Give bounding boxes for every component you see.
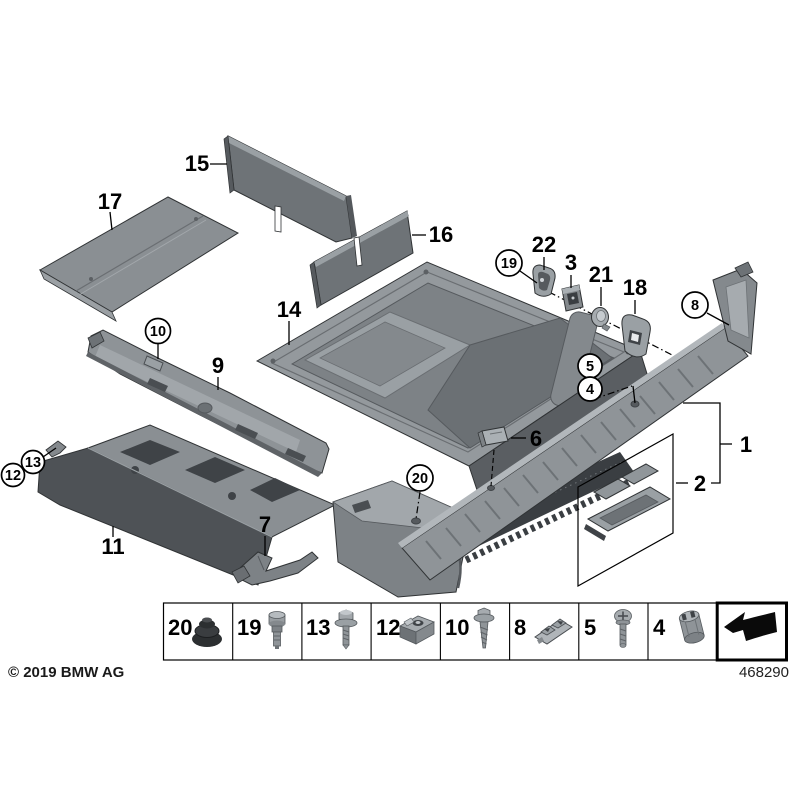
callout-17[interactable]: 17: [98, 189, 122, 214]
legend-strip: 20 19 13: [162, 601, 789, 662]
svg-text:8: 8: [514, 615, 526, 640]
callout-circle-4[interactable]: 4: [577, 376, 603, 402]
expanding-nut-icon: [678, 610, 705, 644]
part-1-sill-trim[interactable]: [332, 261, 758, 598]
callout-circle-13[interactable]: 13: [20, 449, 46, 475]
diagram-number: 468290: [739, 664, 789, 681]
svg-text:13: 13: [25, 455, 41, 471]
part-18-lashing-eye[interactable]: [621, 314, 651, 358]
plug-grommet-icon: [192, 617, 222, 647]
legend-cell-20[interactable]: 20: [168, 615, 222, 647]
svg-text:19: 19: [237, 615, 261, 640]
callout-circle-10[interactable]: 10: [144, 317, 172, 345]
callout-7[interactable]: 7: [259, 512, 271, 537]
copyright-text: © 2019 BMW AG: [8, 664, 124, 681]
callout-circles: 10 13 12 19 8 5 4 20: [0, 249, 709, 492]
svg-text:10: 10: [445, 615, 469, 640]
part-17-load-floor-panel[interactable]: [38, 196, 240, 322]
blind-rivet-icon: [268, 611, 286, 649]
svg-text:13: 13: [306, 615, 330, 640]
svg-text:12: 12: [376, 615, 400, 640]
callout-labels: 17 15 16 14 9 11 7 22 3 21 18 6 1 2: [98, 151, 752, 559]
callout-16[interactable]: 16: [429, 222, 453, 247]
pan-head-screw-icon: [614, 609, 632, 648]
hex-screw-washer-icon: [334, 609, 358, 650]
svg-text:20: 20: [412, 471, 428, 487]
svg-text:5: 5: [586, 359, 594, 375]
callout-21[interactable]: 21: [589, 262, 613, 287]
legend-cell-5[interactable]: 5: [584, 609, 632, 648]
warning-label-icon: [534, 618, 573, 645]
part-13-hook[interactable]: [45, 440, 67, 458]
self-tapping-screw-icon: [473, 607, 495, 649]
callout-circle-8[interactable]: 8: [681, 291, 709, 319]
svg-text:4: 4: [653, 615, 666, 640]
callout-18[interactable]: 18: [623, 275, 647, 300]
part-3-bracket[interactable]: [561, 284, 584, 312]
callout-3[interactable]: 3: [565, 250, 577, 275]
legend-cell-13[interactable]: 13: [306, 609, 358, 650]
svg-text:19: 19: [501, 256, 517, 272]
callout-15[interactable]: 15: [185, 151, 209, 176]
cap-hole-6: [487, 485, 495, 491]
part-11-tool-box[interactable]: [37, 424, 337, 586]
svg-text:8: 8: [691, 298, 699, 314]
part-16-partition-panel[interactable]: [309, 210, 414, 309]
legend-cell-arrow[interactable]: [715, 601, 789, 662]
part-21-cap[interactable]: [591, 307, 611, 332]
callout-circle-12[interactable]: 12: [0, 462, 26, 488]
legend-cell-19[interactable]: 19: [237, 611, 286, 650]
svg-text:4: 4: [586, 382, 594, 398]
part-6-cap[interactable]: [477, 426, 509, 448]
svg-text:10: 10: [150, 324, 166, 340]
legend-cell-12[interactable]: 12: [376, 615, 435, 645]
part-10-clip[interactable]: [143, 355, 164, 372]
back-arrow-icon: [724, 612, 777, 641]
part-2-insert-box[interactable]: [577, 432, 674, 588]
legend-cell-4[interactable]: 4: [653, 609, 705, 645]
callout-6[interactable]: 6: [530, 426, 542, 451]
leader-lines: [42, 163, 732, 556]
callout-circle-19[interactable]: 19: [495, 249, 523, 277]
part-7-bracket[interactable]: [231, 551, 319, 586]
callout-22[interactable]: 22: [532, 232, 556, 257]
callout-11[interactable]: 11: [101, 534, 124, 559]
callout-circle-5[interactable]: 5: [577, 353, 603, 379]
part-22-lashing-eye[interactable]: [532, 264, 556, 297]
part-9-trim-panel[interactable]: [86, 329, 330, 477]
callout-1[interactable]: 1: [740, 432, 752, 457]
legend-cell-10[interactable]: 10: [445, 607, 495, 649]
part-15-partition-panel[interactable]: [223, 135, 357, 243]
clip-nut-icon: [399, 615, 435, 645]
svg-text:12: 12: [5, 468, 21, 484]
svg-text:20: 20: [168, 615, 192, 640]
callout-2[interactable]: 2: [694, 471, 706, 496]
callout-9[interactable]: 9: [212, 353, 224, 378]
svg-text:5: 5: [584, 615, 596, 640]
assembly-axis-lines: [548, 291, 679, 359]
callout-14[interactable]: 14: [277, 297, 302, 322]
callout-circle-20[interactable]: 20: [406, 464, 434, 492]
plug-hole-20: [411, 517, 421, 525]
legend-cell-8[interactable]: 8: [514, 615, 573, 645]
